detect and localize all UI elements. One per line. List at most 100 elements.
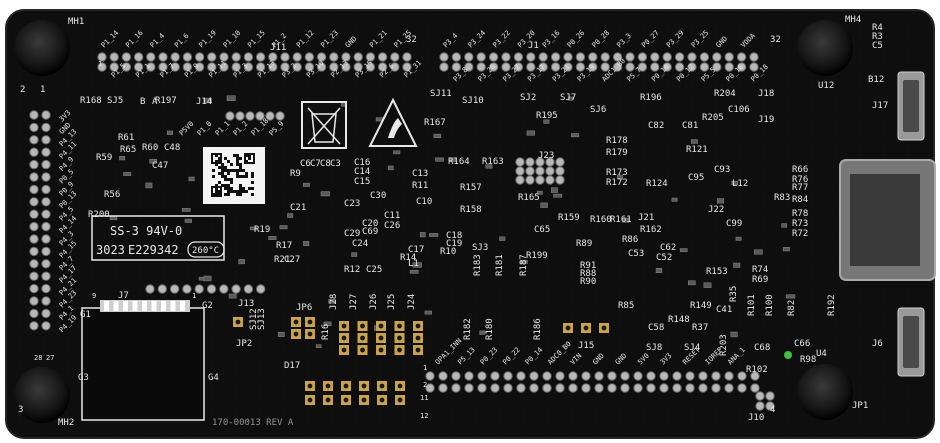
component-ref-mid: R19: [254, 225, 270, 235]
component-ref-mid: C14: [354, 167, 370, 177]
component-ref-bottom: G3: [78, 373, 89, 383]
header-pin: [477, 371, 487, 381]
header-pin: [749, 52, 759, 62]
jumper-ref: J21: [638, 213, 654, 223]
header-pin: [659, 371, 669, 381]
header-pin: [464, 62, 474, 72]
misc-silk-label: B: [140, 97, 145, 107]
header-pin: [451, 383, 461, 393]
component-ref-bottom: R203: [719, 334, 729, 356]
component-ref-bottom: R199: [526, 251, 548, 261]
mounting-hole-mh2: [14, 367, 70, 423]
smd-part: [287, 213, 294, 218]
bottom-header-pins: [425, 371, 760, 393]
component-ref-bottom: R187: [519, 254, 529, 276]
component-ref-bottom: C66: [794, 339, 810, 349]
header-pin: [685, 371, 695, 381]
header-pin: [304, 52, 315, 62]
header-pin: [280, 62, 290, 72]
component-ref-mid: R17: [276, 241, 292, 251]
header-pin: [97, 62, 107, 72]
component-ref-mid: C99: [726, 219, 742, 229]
component-ref-bottom: SJ13: [257, 308, 267, 330]
component-ref-mid: R157: [460, 183, 482, 193]
component-ref-mid: C48: [164, 143, 180, 153]
header-pin: [750, 383, 760, 393]
jp1-label: JP1: [852, 401, 868, 411]
header-pin: [600, 52, 610, 62]
component-ref-bottom: C68: [754, 343, 770, 353]
mh2-label: MH2: [58, 418, 74, 428]
smd-part: [228, 293, 237, 299]
smd-part: [149, 158, 157, 164]
header-pin: [698, 383, 708, 393]
header-pin: [41, 122, 51, 133]
component-ref-top: R196: [640, 93, 662, 103]
header-pin: [620, 383, 630, 393]
header-pin: [526, 62, 536, 72]
header-pin: [600, 62, 610, 72]
header-pin: [525, 175, 535, 185]
j14-ref: J14: [196, 97, 212, 107]
header-pin: [29, 246, 39, 257]
header-pin: [607, 383, 617, 393]
header-pin: [464, 383, 474, 393]
header-pin: [377, 52, 388, 62]
jumper-gold-pads: [233, 317, 609, 405]
component-ref-mid: R66: [792, 165, 808, 175]
header-pin: [650, 52, 660, 62]
component-ref-mid: R86: [622, 235, 638, 245]
header-pin: [646, 383, 656, 393]
component-ref-mid: C19: [446, 239, 462, 249]
header-pin: [219, 62, 229, 72]
jumper-ref: J22: [708, 205, 724, 215]
j23-pins: [515, 157, 565, 185]
header-pin: [341, 62, 351, 72]
header-pin: [353, 62, 363, 72]
header-pin: [170, 52, 180, 62]
jumper-ref: J27: [349, 294, 359, 310]
header-pin: [438, 371, 448, 381]
header-pin: [265, 111, 275, 121]
jumper-ref: J26: [369, 294, 379, 310]
header-pin: [464, 52, 474, 62]
header-pin: [353, 52, 363, 62]
jumper-ref: JP6: [296, 303, 312, 313]
smd-part: [785, 294, 796, 299]
header-pin: [535, 166, 545, 176]
header-pin: [529, 383, 539, 393]
jumper-ref: J18: [758, 89, 774, 99]
header-pin: [41, 147, 51, 157]
header-pin: [607, 371, 617, 381]
header-pin: [724, 383, 734, 393]
jumper-ref: J24: [407, 294, 417, 310]
smd-part: [520, 259, 528, 264]
smd-part: [419, 232, 426, 238]
component-ref-bottom: R186: [533, 318, 543, 340]
header-pin: [515, 157, 525, 167]
header-pin: [550, 62, 561, 72]
header-pin: [292, 52, 302, 62]
header-pin: [538, 62, 548, 72]
smd-part: [303, 182, 310, 187]
header-pin: [41, 308, 51, 319]
header-pin: [724, 52, 734, 62]
j7-ref: J7: [118, 291, 129, 301]
header-pin: [41, 234, 51, 244]
header-pin: [29, 296, 39, 306]
header-pin: [133, 52, 144, 62]
header-pin: [659, 383, 669, 393]
smd-part: [393, 150, 401, 155]
component-ref-mid: R11: [412, 181, 428, 191]
smd-part: [351, 252, 358, 257]
smd-part: [536, 190, 543, 195]
header-pin: [698, 371, 708, 381]
header-pin: [243, 284, 254, 294]
smd-part: [320, 191, 330, 197]
header-pin: [41, 321, 51, 331]
component-ref-bottom: R100: [765, 294, 775, 316]
header-pin: [245, 111, 255, 121]
component-ref-mid: C15: [354, 177, 370, 187]
header-pin: [109, 52, 119, 62]
mh1-label: MH1: [68, 17, 84, 27]
